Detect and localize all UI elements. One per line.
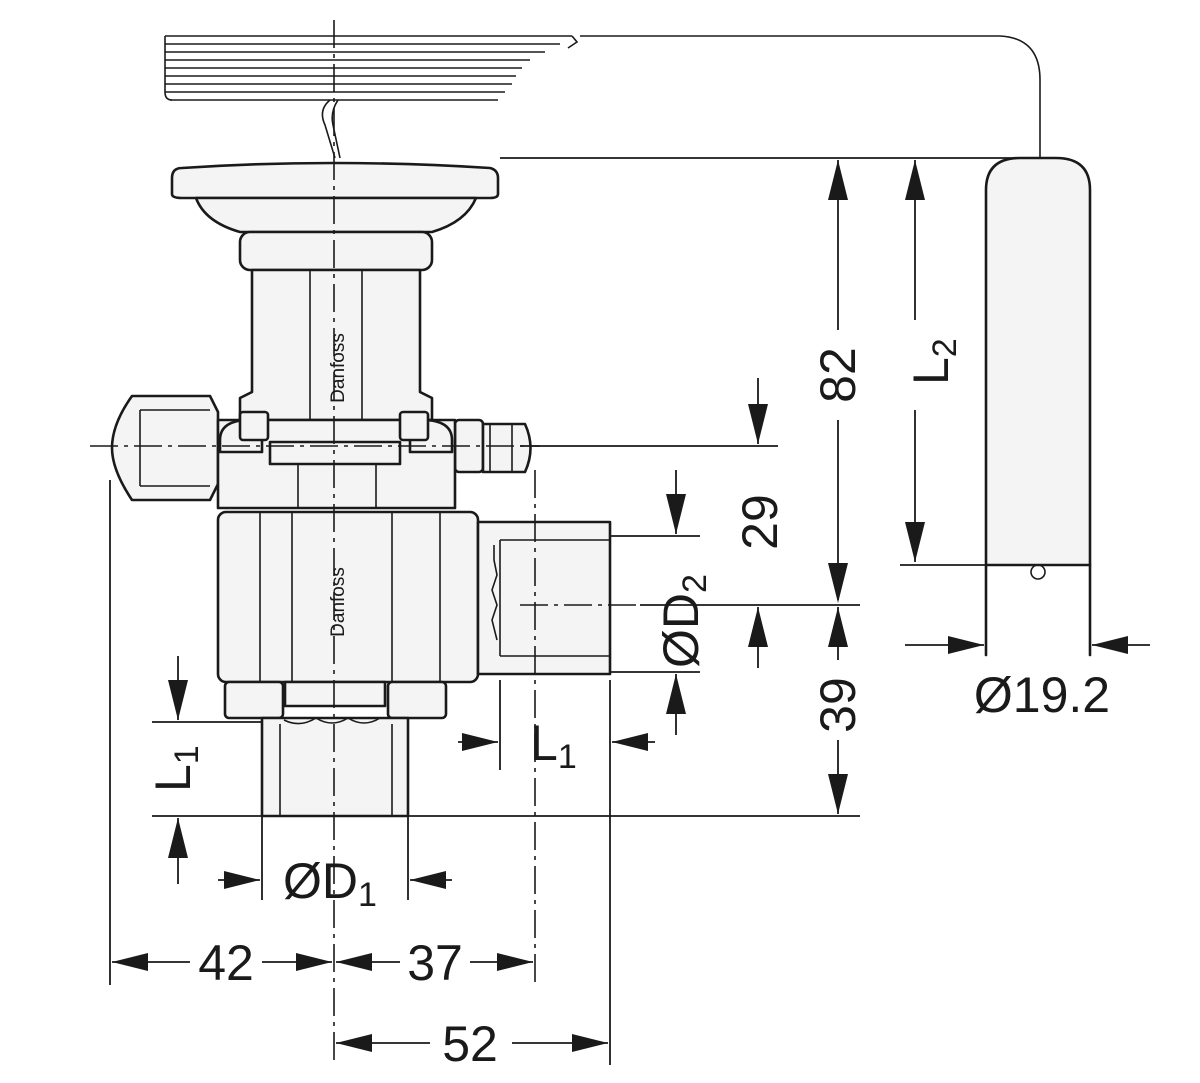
- dimension-L1-left: L1: [145, 656, 206, 884]
- dim-37-label: 37: [407, 935, 463, 991]
- dimension-29: 29: [732, 378, 788, 668]
- dimension-42-37: 42 37: [112, 935, 533, 991]
- dimension-39: 39: [810, 607, 866, 814]
- dim-L1-right-label: L1: [530, 715, 577, 776]
- inlet-tube: [260, 716, 410, 818]
- dim-L2-label: L2: [903, 338, 964, 385]
- dim-82-label: 82: [810, 347, 866, 403]
- dim-D1-label: ØD1: [283, 853, 377, 914]
- dimension-D1: ØD1: [218, 853, 452, 914]
- dim-52-label: 52: [442, 1016, 498, 1072]
- center-lines: [90, 20, 640, 1065]
- dimension-82: 82: [810, 160, 866, 603]
- brand-label-upper: Danfoss: [328, 333, 349, 403]
- diaphragm-cap: [170, 161, 500, 200]
- dimension-D2: ØD2: [653, 470, 714, 735]
- extension-lines: [109, 157, 1090, 1065]
- capillary-coil: [164, 35, 1041, 160]
- dimension-bulb-diameter: Ø19.2: [905, 636, 1150, 723]
- dim-L1-left-label: L1: [145, 745, 206, 792]
- remote-bulb: [984, 156, 1092, 657]
- outlet-tube: [476, 520, 612, 676]
- valve-body: [110, 161, 612, 818]
- dim-42-label: 42: [198, 935, 254, 991]
- dim-D2-label: ØD2: [653, 574, 714, 668]
- dim-39-label: 39: [810, 677, 866, 733]
- dimension-L1-right: L1: [458, 715, 655, 776]
- dimension-52: 52: [336, 1016, 608, 1072]
- brand-label-lower: Danfoss: [328, 567, 349, 637]
- dim-bulb-diameter-label: Ø19.2: [974, 667, 1110, 723]
- dimension-L2: L2: [903, 160, 964, 562]
- dim-29-label: 29: [732, 494, 788, 550]
- inlet-flare-nut: [110, 394, 220, 502]
